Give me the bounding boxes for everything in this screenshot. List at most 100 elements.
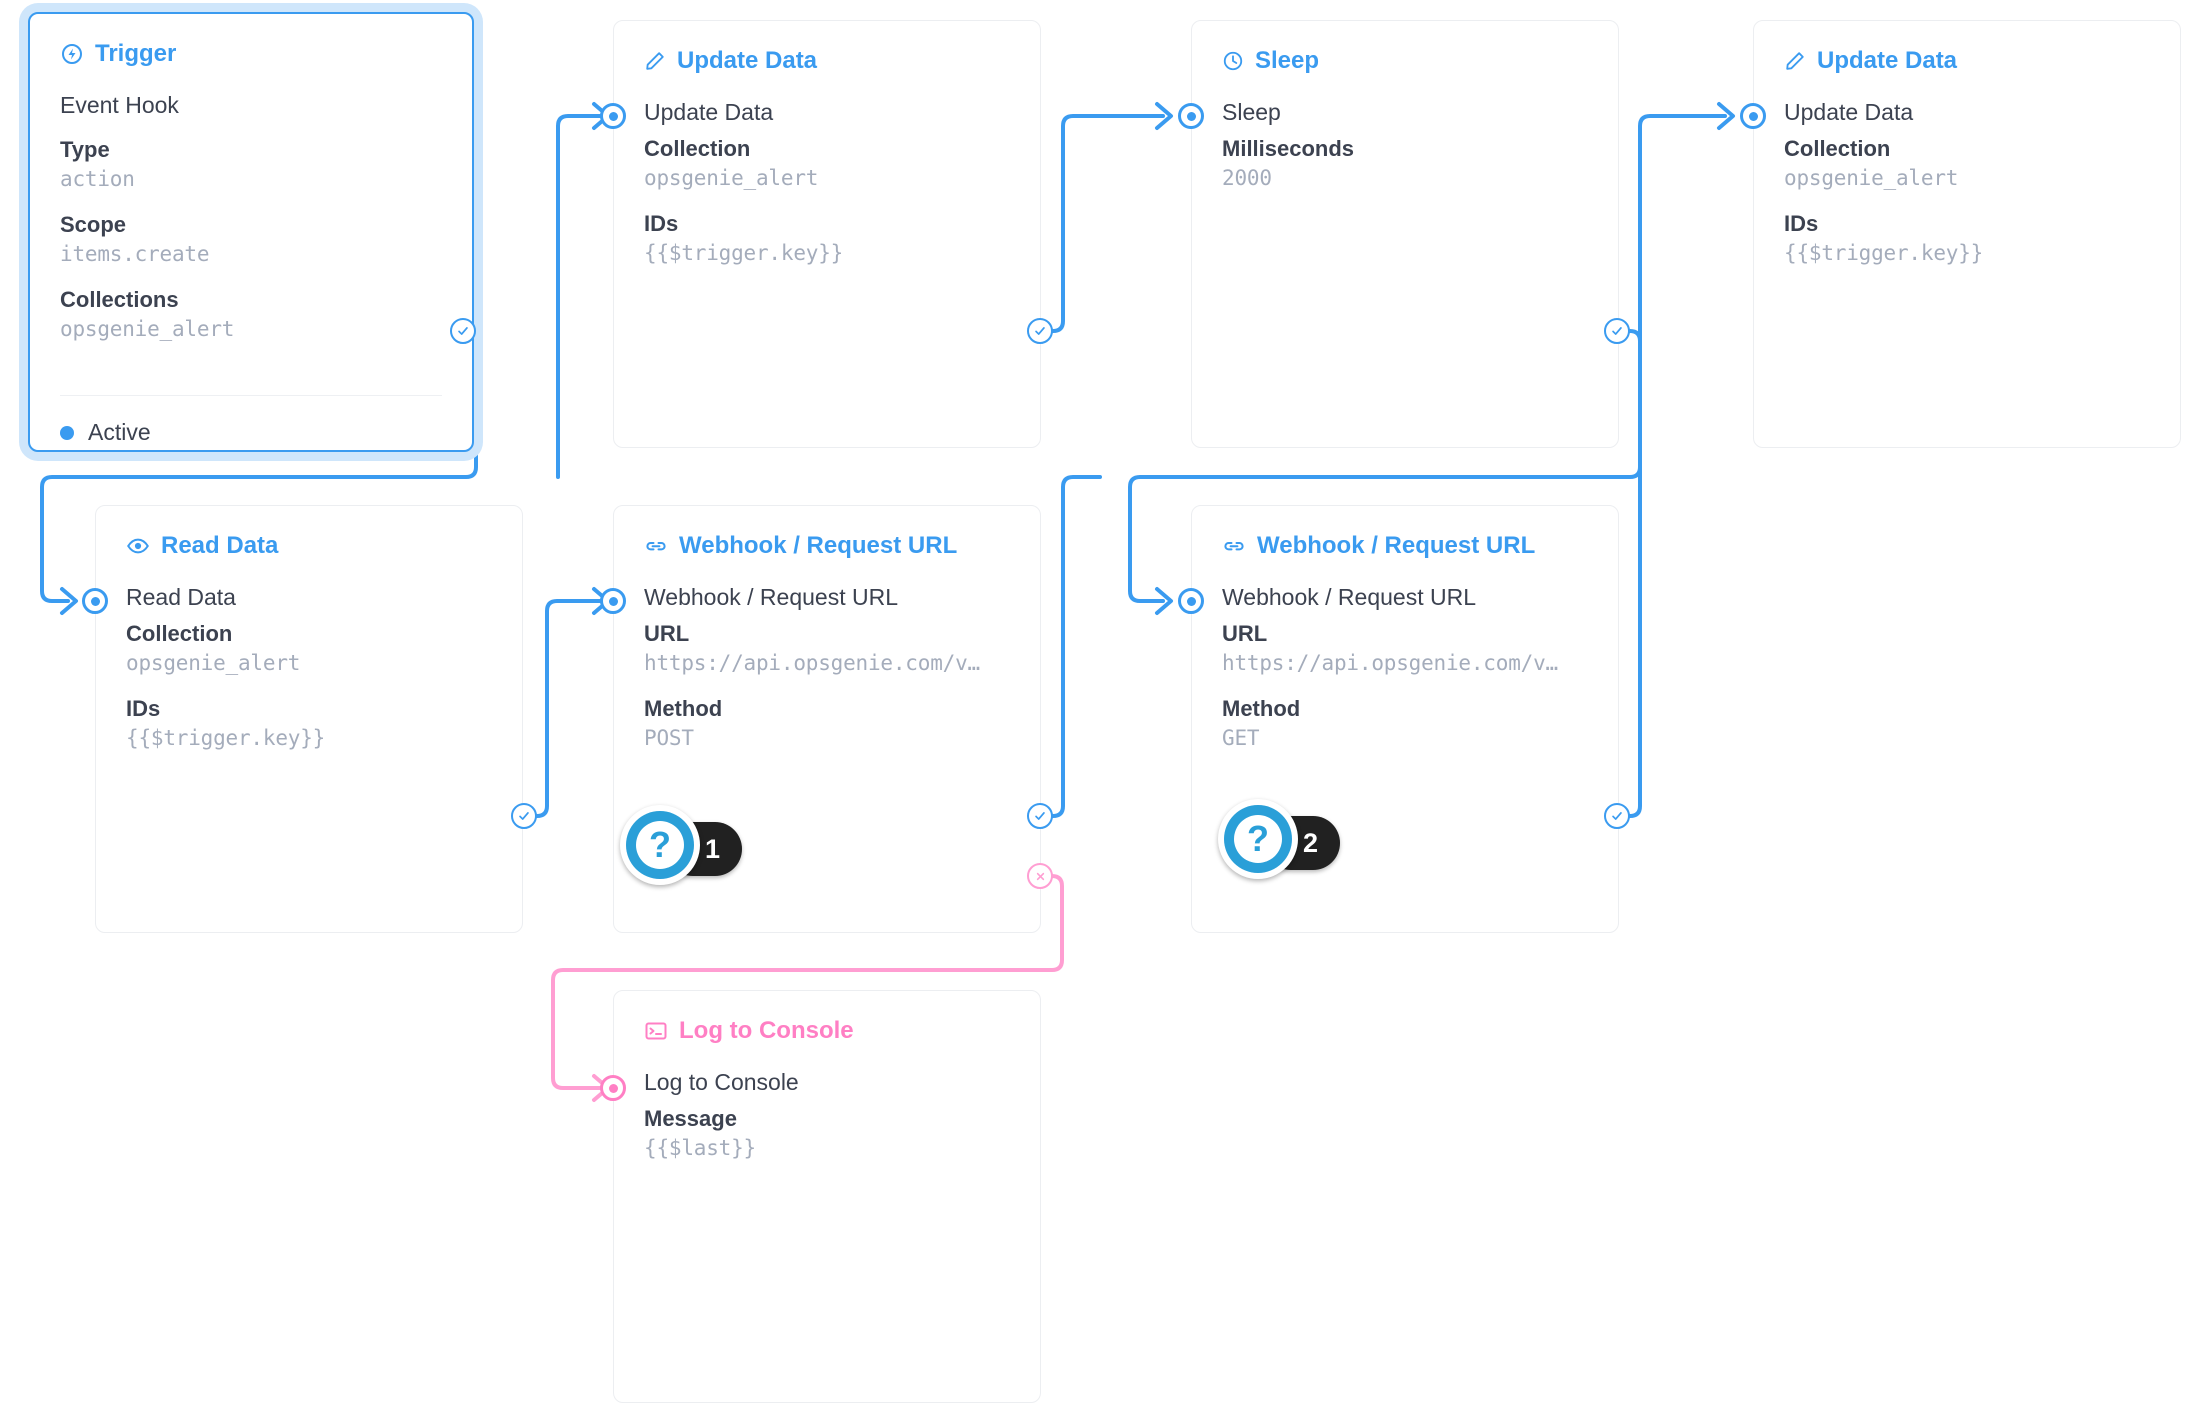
webhook-post-output-resolve-port[interactable]	[1027, 803, 1053, 829]
update-data-1-card-header: Update Data	[644, 49, 1010, 73]
field-label: Milliseconds	[1222, 135, 1355, 161]
trigger-output-resolve-port[interactable]	[450, 318, 476, 344]
field-label: URL	[1222, 620, 1268, 646]
webhook-get-operation: Webhook / Request URL	[1222, 584, 1476, 610]
read-data-field-collection: Collection opsgenie_alert	[126, 619, 492, 678]
field-value: opsgenie_alert	[1784, 165, 1959, 190]
field-value: POST	[644, 725, 694, 750]
field-value: {{$last}}	[644, 1135, 756, 1160]
webhook-get-output-resolve-port[interactable]	[1604, 803, 1630, 829]
pencil-icon	[644, 50, 666, 72]
sleep-card-header: Sleep	[1222, 49, 1588, 73]
log-to-console-title-text: Log to Console	[679, 1017, 854, 1044]
status-dot-icon	[60, 425, 74, 440]
node-card-webhook-post[interactable]: Webhook / Request URL Webhook / Request …	[613, 505, 1041, 933]
update-data-1-field-ids: IDs {{$trigger.key}}	[644, 209, 1010, 268]
field-value: opsgenie_alert	[60, 316, 235, 341]
field-value: action	[60, 166, 135, 191]
help-badge-2[interactable]: 2 ?	[1218, 798, 1340, 879]
log-to-console-field-message: Message {{$last}}	[644, 1104, 1010, 1163]
webhook-post-field-method: Method POST	[644, 694, 1010, 753]
pencil-icon	[1784, 50, 1806, 72]
webhook-post-field-url: URL https://api.opsgenie.com/v…	[644, 619, 1010, 678]
update-data-1-input-port[interactable]	[600, 103, 626, 129]
port-core	[90, 596, 100, 606]
field-value: items.create	[60, 241, 210, 266]
help-badge-1[interactable]: 1 ?	[620, 804, 742, 885]
field-value: opsgenie_alert	[126, 650, 301, 675]
field-label: Method	[1222, 695, 1301, 721]
node-card-log-to-console[interactable]: Log to Console Log to Console Message {{…	[613, 990, 1041, 1403]
node-card-read-data[interactable]: Read Data Read Data Collection opsgenie_…	[95, 505, 523, 933]
update-data-1-operation: Update Data	[644, 99, 774, 125]
field-label: IDs	[644, 210, 679, 236]
sleep-field-milliseconds: Milliseconds 2000	[1222, 134, 1588, 193]
read-data-field-ids: IDs {{$trigger.key}}	[126, 694, 492, 753]
update-data-2-field-collection: Collection opsgenie_alert	[1784, 134, 2150, 193]
question-mark-icon: ?	[1224, 804, 1292, 873]
log-to-console-card-header: Log to Console	[644, 1019, 1010, 1043]
trigger-field-scope: Scope items.create	[60, 210, 442, 269]
clock-icon	[1222, 50, 1244, 72]
help-badge-2-circle[interactable]: ?	[1218, 798, 1298, 879]
field-label: URL	[644, 620, 690, 646]
read-data-input-port[interactable]	[82, 588, 108, 614]
update-data-1-field-collection: Collection opsgenie_alert	[644, 134, 1010, 193]
field-value: 2000	[1222, 165, 1272, 190]
eye-icon	[126, 534, 150, 558]
webhook-get-card-header: Webhook / Request URL	[1222, 534, 1588, 558]
sleep-title-text: Sleep	[1255, 47, 1320, 74]
webhook-post-output-reject-port[interactable]	[1027, 863, 1053, 889]
question-mark-icon: ?	[626, 810, 694, 879]
update-data-2-input-port[interactable]	[1740, 103, 1766, 129]
update-data-1-output-resolve-port[interactable]	[1027, 318, 1053, 344]
webhook-get-input-port[interactable]	[1178, 588, 1204, 614]
field-label: Type	[60, 136, 110, 162]
trigger-title-text: Trigger	[95, 40, 177, 67]
help-badge-1-circle[interactable]: ?	[620, 804, 700, 885]
trigger-field-type: Type action	[60, 135, 442, 194]
sleep-operation: Sleep	[1222, 99, 1281, 125]
field-value: {{$trigger.key}}	[126, 725, 326, 750]
read-data-operation: Read Data	[126, 584, 236, 610]
update-data-2-operation: Update Data	[1784, 99, 1914, 125]
update-data-2-field-ids: IDs {{$trigger.key}}	[1784, 209, 2150, 268]
webhook-get-field-url: URL https://api.opsgenie.com/v…	[1222, 619, 1588, 678]
trigger-divider	[60, 395, 442, 396]
field-label: Collection	[126, 620, 233, 646]
read-data-card-header: Read Data	[126, 534, 492, 558]
field-value: {{$trigger.key}}	[644, 240, 844, 265]
help-badge-1-glyph: ?	[636, 820, 684, 869]
field-value: GET	[1222, 725, 1260, 750]
field-label: IDs	[126, 695, 161, 721]
field-value: https://api.opsgenie.com/v…	[1222, 650, 1558, 675]
sleep-input-port[interactable]	[1178, 103, 1204, 129]
node-card-sleep[interactable]: Sleep Sleep Milliseconds 2000	[1191, 20, 1619, 448]
port-core	[608, 111, 618, 121]
trigger-field-collections: Collections opsgenie_alert	[60, 285, 442, 344]
read-data-output-resolve-port[interactable]	[511, 803, 537, 829]
update-data-2-title-text: Update Data	[1817, 47, 1958, 74]
update-data-2-card-header: Update Data	[1784, 49, 2150, 73]
field-label: Collection	[644, 135, 751, 161]
node-card-trigger[interactable]: Trigger Event Hook Type action Scope ite…	[28, 12, 474, 452]
field-label: Collection	[1784, 135, 1891, 161]
sleep-output-resolve-port[interactable]	[1604, 318, 1630, 344]
webhook-post-card-header: Webhook / Request URL	[644, 534, 1010, 558]
webhook-get-title-text: Webhook / Request URL	[1257, 532, 1536, 559]
link-icon	[644, 534, 668, 558]
node-card-update-data-2[interactable]: Update Data Update Data Collection opsge…	[1753, 20, 2181, 448]
log-to-console-input-port[interactable]	[600, 1075, 626, 1101]
port-core	[608, 596, 618, 606]
webhook-post-input-port[interactable]	[600, 588, 626, 614]
webhook-get-field-method: Method GET	[1222, 694, 1588, 753]
status-badge: Active	[60, 419, 151, 446]
bolt-circle-icon	[60, 42, 84, 66]
webhook-post-title-text: Webhook / Request URL	[679, 532, 958, 559]
field-label: IDs	[1784, 210, 1819, 236]
node-card-update-data-1[interactable]: Update Data Update Data Collection opsge…	[613, 20, 1041, 448]
log-to-console-operation: Log to Console	[644, 1069, 799, 1095]
trigger-card-header: Trigger	[60, 42, 442, 66]
field-label: Message	[644, 1105, 737, 1131]
